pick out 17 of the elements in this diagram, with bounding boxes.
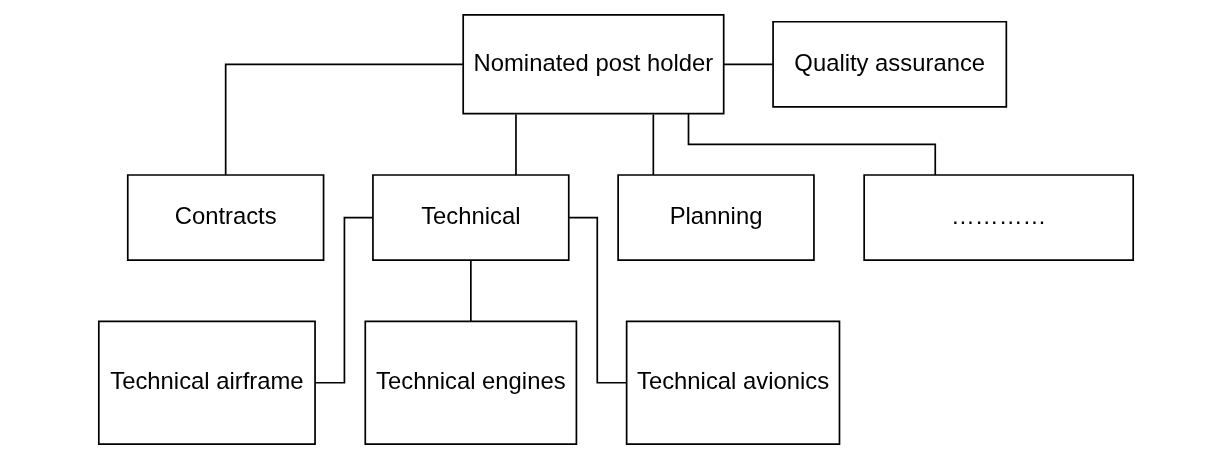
node-box: Contracts <box>126 174 325 261</box>
node-box: Technical airframe <box>97 320 316 445</box>
connector <box>722 63 774 66</box>
connector <box>470 259 472 323</box>
connector <box>515 113 517 176</box>
node-box: ………… <box>863 174 1135 261</box>
node-box: Quality assurance <box>772 20 1008 108</box>
connector <box>224 63 464 176</box>
node-box: Technical avionics <box>625 320 841 445</box>
connector <box>314 216 374 384</box>
connector <box>568 216 627 384</box>
node-box: Technical engines <box>364 320 578 445</box>
node-box: Planning <box>617 174 815 261</box>
connector <box>687 113 937 176</box>
node-box: Technical <box>372 174 570 261</box>
connector <box>652 113 655 176</box>
node-box: Nominated post holder <box>462 14 725 115</box>
